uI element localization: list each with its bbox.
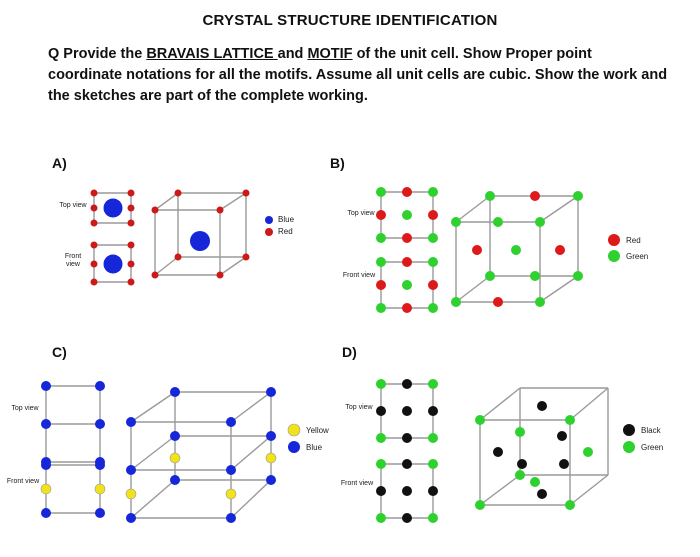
panel-a-top-view-label: Top view [59,202,87,209]
panel-c-legend-yellow-label: Yellow [306,426,329,435]
panel-d-label: D) [342,344,357,360]
panel-a-label: A) [52,155,67,171]
panel-a-legend-blue-label: Blue [278,215,295,224]
panel-b-legend-red-label: Red [626,236,641,245]
panel-c-front-view-label: Front view [6,478,40,485]
panel-c-legend-blue-label: Blue [306,443,323,452]
panel-d-legend-green-swatch [623,441,635,453]
panel-c-top-view-label: Top view [11,405,39,412]
panel-c-legend-blue-swatch [288,441,300,453]
panel-a-legend-red-swatch [265,228,273,236]
panel-b-label: B) [330,155,345,171]
panel-b-front-view-label: Front view [342,272,376,279]
panel-d-top-view-label: Top view [345,404,373,411]
question-prefix: Q Provide the [48,46,147,62]
panel-a-front-view-diagram [90,241,135,286]
panel-c-unit-cell [125,387,277,523]
panel-a-legend-red-label: Red [278,227,293,236]
bravais-lattice-term: BRAVAIS LATTICE [146,46,278,62]
panel-b-legend-red-swatch [608,234,620,246]
panel-b-legend-green-label: Green [626,252,649,261]
panel-a-legend-blue-swatch [265,216,273,224]
panel-d-front-view-diagram [376,459,438,523]
panel-b-unit-cell [451,191,583,307]
question-suffix: of the unit cell. Show Proper point coor… [48,46,668,104]
panel-a-unit-cell [151,189,250,279]
panel-b-top-view-diagram [376,187,438,243]
panel-d-front-view-label: Front view [340,480,374,487]
question-and: and [277,46,308,62]
panel-c-label: C) [52,344,67,360]
panel-c-legend-yellow-swatch [287,423,301,437]
panel-a-top-view-diagram [90,189,135,227]
panel-d-legend-black-label: Black [641,426,661,435]
panel-b-legend-green-swatch [608,250,620,262]
panel-d-top-view-diagram [376,379,438,443]
panel-d-legend-green-label: Green [641,443,664,452]
panel-b-top-view-label: Top view [347,210,375,217]
panel-d-unit-cell [475,387,609,510]
panel-a-front-view-label: Front view [64,253,82,268]
panel-c-front-view-diagram [40,460,106,518]
motif-term: MOTIF [307,46,353,62]
question-text: Q Provide the BRAVAIS LATTICE and MOTIF … [48,44,668,107]
panel-d-legend-black-swatch [623,424,635,436]
panel-c-top-view-diagram [41,381,105,467]
page-title: CRYSTAL STRUCTURE IDENTIFICATION [202,12,498,29]
panel-b-front-view-diagram [376,257,438,313]
